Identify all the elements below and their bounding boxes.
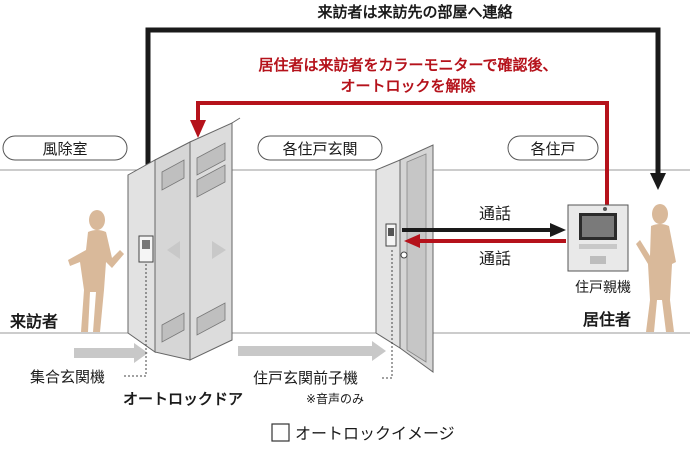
svg-text:各住戸: 各住戸: [530, 140, 575, 158]
visitor-label: 来訪者: [9, 312, 58, 331]
unit-door-intercom-device: [385, 223, 408, 259]
call-label-upper: 通話: [479, 204, 511, 223]
autolock-door: [127, 117, 241, 361]
unit-door: [375, 144, 434, 373]
caption-box-icon: [271, 423, 290, 442]
svg-text:風除室: 風除室: [42, 140, 87, 158]
red-caption-line2: オートロックを解除: [340, 77, 476, 95]
top-caption: 来訪者は来訪先の部屋へ連絡: [316, 3, 513, 21]
red-caption-line1: 居住者は来訪者をカラーモニターで確認後、: [258, 56, 557, 74]
master-station-device: [567, 204, 629, 272]
zone-label-vestibule: 風除室: [2, 135, 128, 161]
zone-label-unit-entrance: 各住戸玄関: [257, 135, 383, 161]
svg-text:各住戸玄関: 各住戸玄関: [282, 140, 357, 158]
unlock-arrow: [190, 101, 609, 205]
zone-label-unit: 各住戸: [507, 135, 599, 161]
caption: オートロックイメージ: [271, 423, 455, 443]
hint-arrow-left: [74, 343, 148, 363]
resident-label: 居住者: [583, 310, 631, 329]
resident-figure: [636, 204, 676, 332]
caption-text: オートロックイメージ: [295, 424, 455, 443]
visitor-figure: [68, 210, 124, 332]
collective-intercom-device: [138, 235, 154, 263]
voice-only-note: ※音声のみ: [306, 391, 364, 406]
call-arrow-lower: [404, 234, 566, 248]
master-station-label: 住戸親機: [575, 280, 631, 296]
autolock-door-label: オートロックドア: [123, 390, 243, 408]
call-arrow-upper: [402, 223, 566, 237]
call-label-lower: 通話: [479, 249, 511, 268]
unit-door-intercom-label: 住戸玄関前子機: [253, 369, 358, 387]
collective-intercom-label: 集合玄関機: [30, 368, 105, 386]
visitor-call-arrow: [145, 27, 666, 240]
leader-lines: [122, 250, 393, 379]
hint-arrow-mid: [238, 341, 386, 361]
